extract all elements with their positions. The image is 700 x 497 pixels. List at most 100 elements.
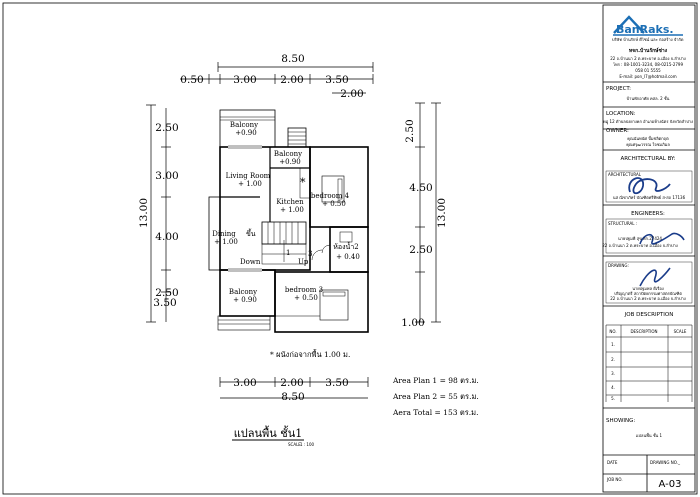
room-balcony-top: Balcony [230, 121, 258, 129]
engineer-signature [639, 232, 685, 245]
dim-left-overall: 13.00 [138, 198, 150, 228]
room-bedroom3-level: + 0.50 [294, 294, 318, 302]
architect-small-label: ARCHITECTURAL [608, 172, 642, 177]
company-name: หจก.บ้านรักษ์ช่าง [629, 47, 668, 54]
dim-left-a: 2.50 [155, 122, 178, 134]
room-bath: ห้องน้ำ2 [333, 240, 358, 251]
bedroom4-outline [309, 146, 369, 228]
job-row-1: 1. [611, 342, 615, 347]
stair-up-thai: ขึ้น [246, 227, 256, 238]
dim-right-b: 4.50 [409, 182, 432, 194]
bedroom3-outline [274, 271, 369, 333]
dim-right-a: 2.50 [404, 119, 416, 142]
company-address-1: 22 ถ.บ้านนา 2 ต.พระบาท อ.เมือง จ.ลำปาง [610, 56, 686, 61]
stair-num-1: 1 [286, 249, 290, 257]
dims-bottom [219, 377, 369, 399]
showing-value: แปลนพื้น ชั้น 1 [636, 431, 663, 438]
company-address-2: โทร : 08-1001-3234, 08-0215-2799 [613, 62, 683, 67]
logo-text: BanRaks. [616, 23, 674, 36]
project-value: บ้านพักอาศัย คสล. 2 ชั้น [627, 94, 670, 101]
dim-left-c: 4.00 [155, 231, 178, 243]
dim-top-seg2: 3.00 [233, 74, 256, 86]
stair-num-3: 3 [308, 250, 312, 258]
architect-name: นส ณิชาภัทร์ บัณฑิตศรีทิพย์ ส-สถ 17136 [613, 195, 686, 200]
job-row-5: 5. [611, 396, 615, 401]
dim-top-sub: 2.00 [340, 88, 363, 100]
dim-top-seg4: 3.50 [325, 74, 348, 86]
title-block [602, 4, 696, 493]
engineer-name: นายปฐมพี สุข สก.27424 [618, 236, 662, 242]
engineer-address: 22 ถ.บ้านนา 2 ต.พระบาท อ.เมือง จ.ลำปาง [602, 243, 678, 248]
house-roof-icon [613, 15, 645, 34]
drawer-signature [639, 267, 671, 287]
drawer-address: 22 ถ.บ้านนา 2 ต.พระบาท อ.เมือง จ.ลำปาง [610, 296, 686, 301]
drawing-label: DRAWING: [608, 263, 629, 268]
company-email: E-mail: pon_l7@hotmail.com [619, 74, 676, 79]
area-plan-1: Area Plan 1 = 98 ตร.ม. [392, 376, 479, 385]
dim-bottom-seg1: 3.00 [233, 377, 256, 389]
floor-plan [208, 109, 369, 333]
room-kitchen-level: + 1.00 [280, 206, 304, 214]
drawer-title: ปริญญาตรี สถาปัตยกรรมศาสตรบัณฑิต [614, 291, 682, 296]
company-address-3: 058 01 5555 [635, 68, 661, 73]
architect-signature [628, 177, 671, 195]
job-description-label: JOB DESCRIPTION [624, 312, 674, 318]
company-small: บริษัท บ้านรักษ์ ดีไซน์ และ ก่อสร้าง จำก… [612, 37, 684, 42]
drawing-no-label: DRAWING NO._ [650, 460, 681, 465]
room-bedroom3: bedroom 3 [285, 286, 323, 294]
architect-label: ARCHITECTURAL BY: [620, 156, 675, 162]
dim-left-b: 3.00 [155, 170, 178, 182]
room-kitchen: Kitchen [276, 198, 304, 206]
bed-bedroom4 [321, 175, 345, 203]
dims-left [146, 104, 171, 323]
location-label: LOCATION: [606, 111, 636, 117]
room-labels: Balcony +0.90 Balcony +0.90 Living Room … [212, 121, 360, 304]
room-bedroom4: bedroom 4 [311, 192, 350, 200]
location-value: หมู่ 12 ตำบลปงยางคก อำเภอห้างฉัตร จังหวั… [603, 119, 693, 125]
dim-bottom-overall: 8.50 [281, 391, 304, 403]
dim-right-c: 2.50 [409, 244, 432, 256]
room-balcony-mid: Balcony [274, 150, 302, 158]
dim-left-e: 3.50 [153, 297, 176, 309]
structural-label: STRUCTURAL : [608, 221, 637, 226]
area-total: Aera Total = 153 ตร.ม. [392, 408, 478, 417]
room-living-level: + 1.00 [238, 180, 262, 188]
dim-top-seg1: 0.50 [180, 74, 203, 86]
room-dining: Dining [212, 230, 236, 238]
owner-label: OWNER: [606, 128, 629, 134]
wall-note: * ผนังก่อจากพื้น 1.00 ม. [270, 349, 350, 359]
sheet-number: A-03 [659, 479, 682, 490]
room-living: Living Room [226, 172, 271, 180]
showing-label: SHOWING: [606, 418, 635, 424]
job-row-4: 4. [611, 385, 615, 390]
engineers-label: ENGINEERS: [631, 211, 665, 217]
dims-top [180, 62, 374, 94]
job-row-2: 2. [611, 357, 615, 362]
dim-right-d: 1.00 [401, 317, 424, 329]
drawing-title: แปลนพื้น ชั้น1 [234, 425, 303, 440]
dim-left-d: 2.50 [155, 287, 178, 299]
stair-up: Up [298, 258, 309, 266]
room-dining-level: + 1.00 [214, 238, 238, 246]
area-plan-2: Area Plan 2 = 55 ตร.ม. [392, 392, 479, 401]
dim-top-overall: 8.50 [281, 53, 304, 65]
room-balcony-bottom-level: + 0.90 [233, 296, 257, 304]
drawer-name: นายปฐมพล ดีเรือง [632, 286, 664, 291]
col-description: DESCRIPTION [630, 329, 657, 334]
owner-value-2: คุณศรุฒวรรณ ใจชมภิมล [626, 142, 670, 148]
date-label: DATE [607, 460, 618, 465]
scale-label: SCALE [288, 442, 301, 447]
room-balcony-mid-level: +0.90 [279, 158, 300, 166]
dim-top-seg3: 2.00 [280, 74, 303, 86]
job-row-3: 3. [611, 371, 615, 376]
banraks-logo: BanRaks. [613, 15, 683, 36]
scale-value: 1 : 100 [300, 442, 315, 447]
room-bath-level: + 0.40 [336, 253, 360, 261]
room-balcony-top-level: +0.90 [235, 129, 256, 137]
wall-star: * [300, 176, 306, 189]
stair-small [287, 127, 307, 148]
room-bedroom4-level: + 0.50 [322, 200, 346, 208]
stair-down: Down [240, 258, 261, 266]
